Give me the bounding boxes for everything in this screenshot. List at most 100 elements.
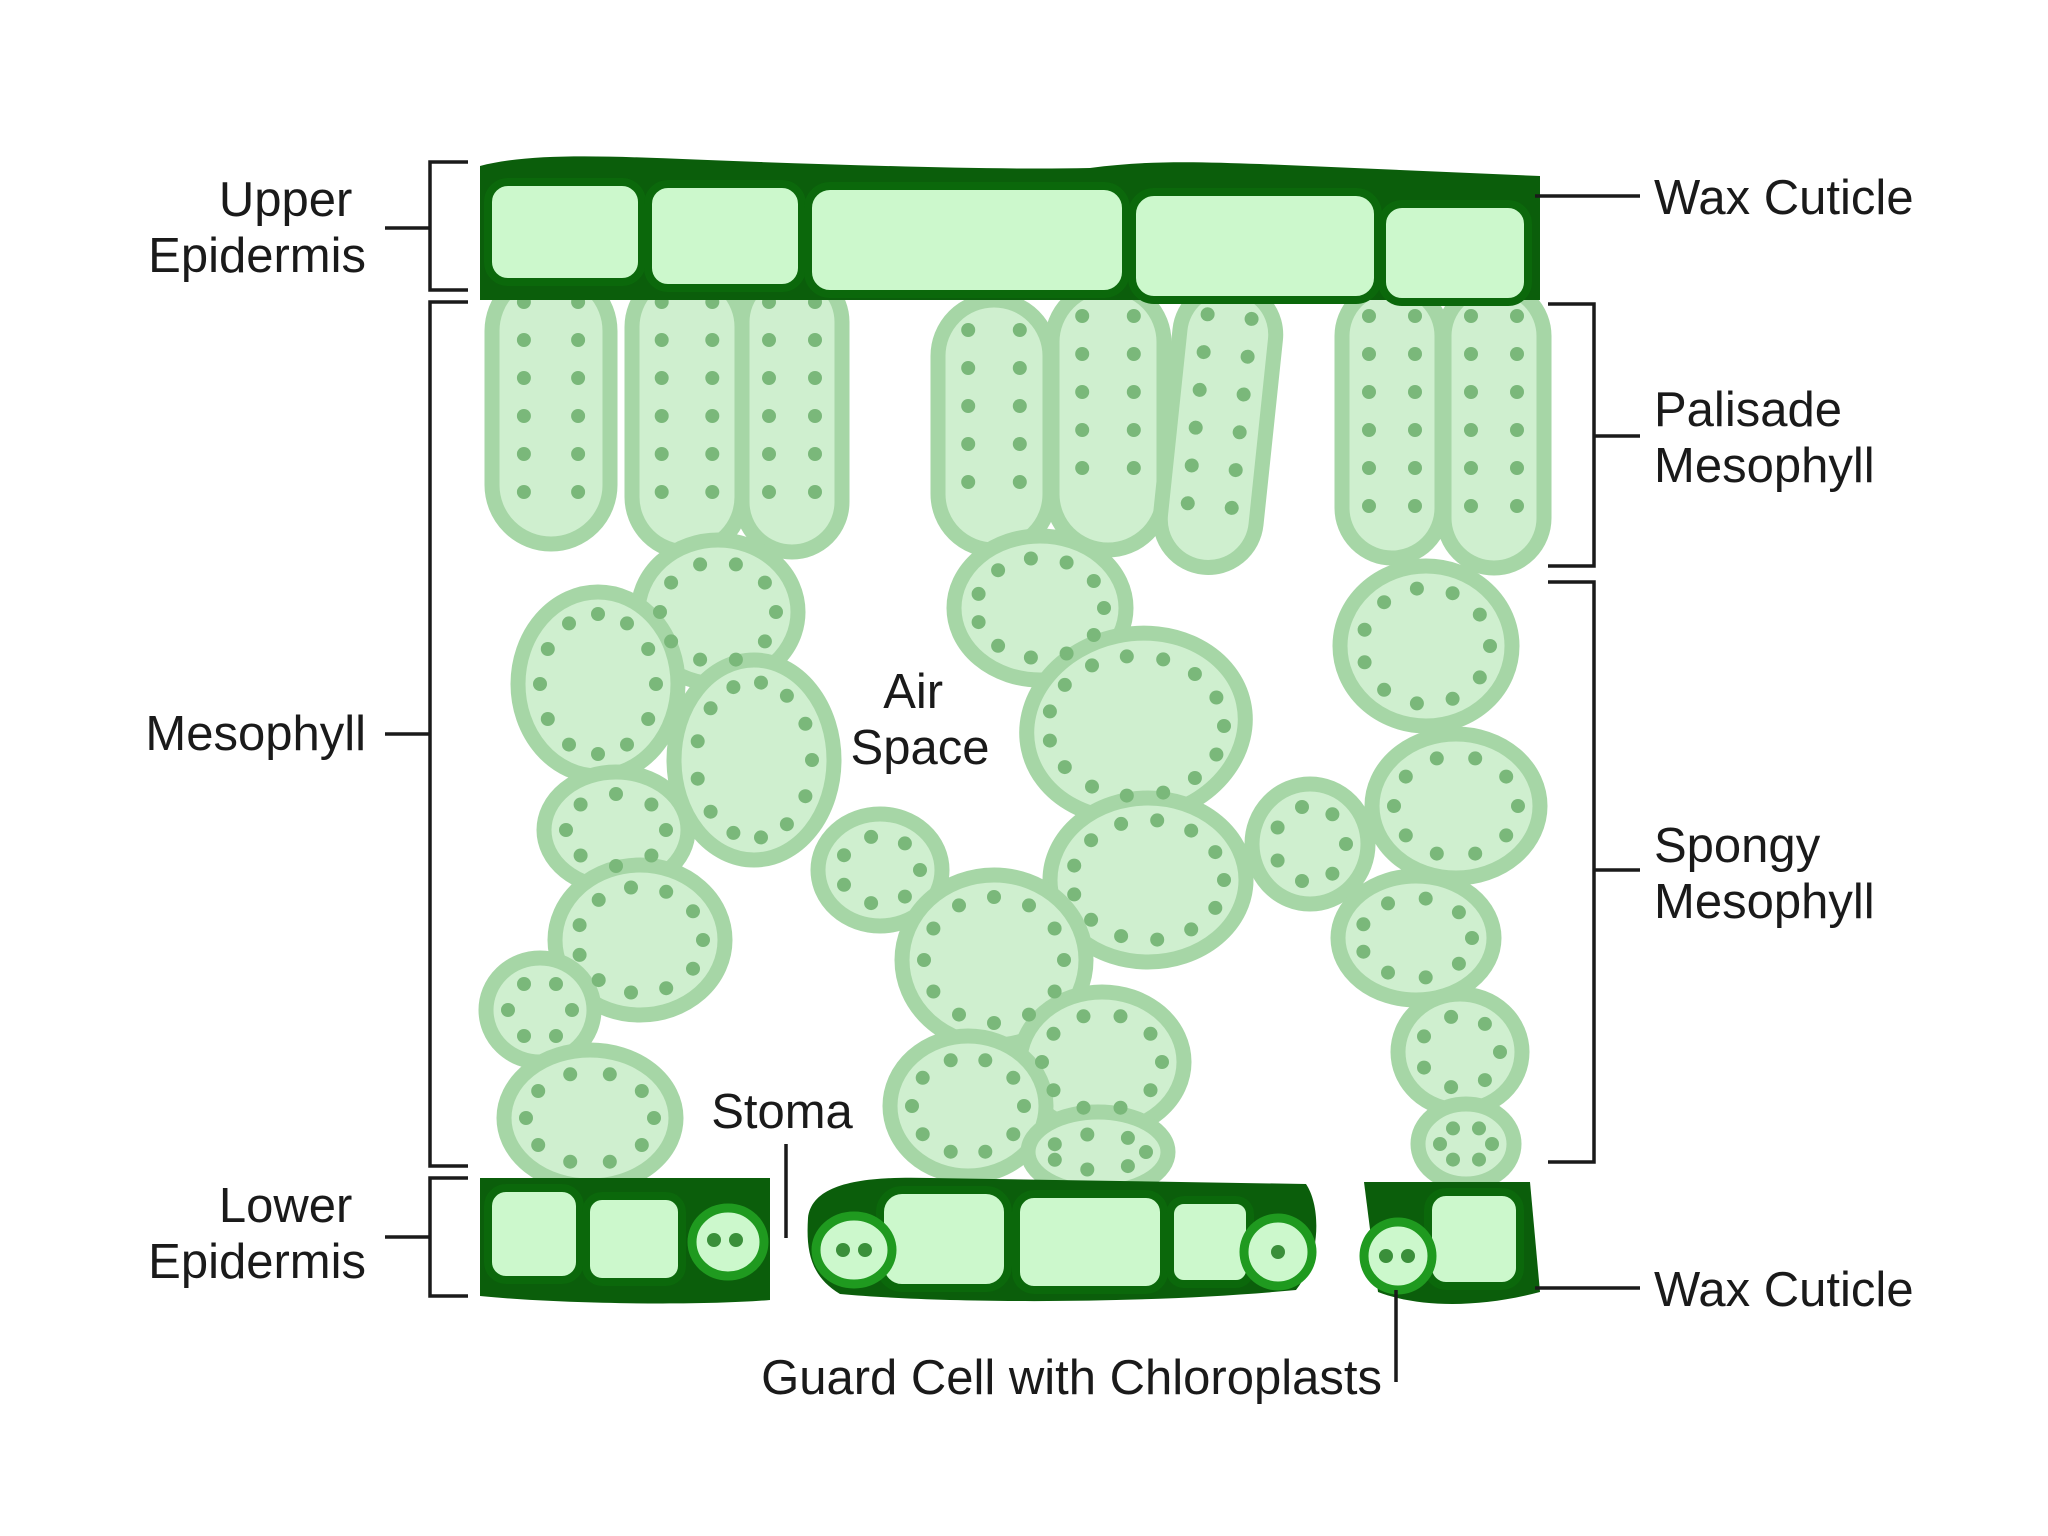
chloroplast [1035, 1055, 1049, 1069]
chloroplast [978, 1053, 993, 1068]
chloroplast [1377, 595, 1392, 610]
chloroplast [1057, 953, 1071, 967]
chloroplast [1076, 1009, 1091, 1024]
upper-epidermis-cell [484, 178, 646, 286]
chloroplast [1408, 347, 1422, 361]
mesophyll-layer [478, 264, 1552, 1200]
chloroplast [1325, 807, 1340, 822]
chloroplast [726, 680, 741, 695]
chloroplast [808, 447, 822, 461]
chloroplast [971, 615, 986, 630]
chloroplast [1075, 309, 1090, 323]
chloroplast [1080, 1127, 1095, 1142]
chloroplast [1113, 1100, 1128, 1115]
chloroplast [1510, 347, 1524, 361]
chloroplast [762, 333, 776, 347]
chloroplast [1143, 1083, 1158, 1098]
chloroplast [1085, 779, 1099, 794]
chloroplast [1236, 387, 1251, 402]
chloroplast [1097, 601, 1111, 615]
chloroplast [572, 918, 587, 933]
upper-epidermis [480, 156, 1540, 306]
chloroplast [1067, 858, 1082, 873]
chloroplast [1510, 385, 1524, 399]
chloroplast [864, 829, 879, 844]
palisade-cell [930, 292, 1058, 558]
mesophyll-bracket [428, 300, 468, 1168]
palisade-cell [1152, 279, 1284, 575]
chloroplast [1086, 574, 1101, 588]
chloroplast [659, 981, 674, 996]
chloroplast [591, 747, 605, 761]
chloroplast [654, 333, 669, 347]
chloroplast [1409, 696, 1424, 711]
chloroplast [563, 1067, 578, 1082]
mesophyll-label: Mesophyll [145, 707, 366, 761]
chloroplast [1012, 475, 1027, 489]
chloroplast [571, 485, 586, 499]
chloroplast [1150, 813, 1165, 828]
chloroplast [1362, 423, 1376, 437]
wax-cuticle-bottom-label: Wax Cuticle [1654, 1263, 1914, 1317]
chloroplast [798, 716, 813, 731]
labels: Upper Epidermis Mesophyll Lower Epidermi… [145, 171, 1913, 1405]
chloroplast [571, 409, 586, 423]
chloroplast [591, 892, 606, 907]
chloroplast [926, 984, 941, 999]
chloroplast [654, 409, 669, 423]
chloroplast [703, 804, 718, 819]
chloroplast [1224, 500, 1239, 515]
upper-epidermis-bracket [428, 160, 468, 292]
chloroplast [779, 817, 794, 832]
chloroplast [905, 1099, 919, 1113]
chloroplast [1114, 929, 1129, 944]
chloroplast [1126, 347, 1141, 361]
chloroplast [573, 848, 588, 863]
chloroplast [1464, 461, 1478, 475]
chloroplast [1209, 747, 1224, 762]
chloroplast [961, 437, 976, 451]
chloroplast [1200, 307, 1215, 322]
chloroplast [917, 953, 931, 967]
chloroplast [609, 787, 623, 801]
chloroplast [991, 563, 1006, 578]
palisade-cell [1044, 278, 1172, 558]
chloroplast [1114, 816, 1129, 831]
guard-cell [1239, 1213, 1317, 1291]
chloroplast [533, 677, 547, 691]
chloroplast [1477, 1073, 1492, 1088]
upper-epidermis-cell [804, 182, 1130, 298]
chloroplast [1464, 423, 1478, 437]
chloroplast [1485, 1137, 1499, 1151]
stoma-label: Stoma [711, 1085, 853, 1139]
chloroplast [624, 880, 638, 895]
palisade-cells [484, 264, 1552, 576]
chloroplast [762, 409, 776, 423]
chloroplast [952, 1007, 966, 1022]
chloroplast [705, 485, 720, 499]
chloroplast [1357, 655, 1372, 670]
palisade-cell [1436, 278, 1552, 576]
chloroplast [1180, 496, 1195, 511]
chloroplast [1398, 769, 1413, 784]
chloroplast [1244, 311, 1259, 326]
chloroplast [1232, 425, 1247, 440]
chloroplast [517, 1029, 531, 1043]
chloroplast [1012, 399, 1027, 413]
palisade-mesophyll-label: Palisade Mesophyll [1654, 383, 1875, 493]
chloroplast [1465, 931, 1479, 945]
chloroplast [696, 933, 710, 947]
chloroplast [659, 884, 674, 899]
chloroplast [1126, 423, 1141, 437]
chloroplast [779, 688, 794, 703]
chloroplast [634, 1138, 649, 1152]
chloroplast [762, 371, 776, 385]
wax-cuticle-top-label: Wax Cuticle [1654, 171, 1914, 225]
chloroplast [1356, 944, 1371, 959]
chloroplast [703, 701, 718, 716]
chloroplast [1451, 905, 1466, 920]
chloroplast [516, 333, 531, 347]
chloroplast [591, 973, 606, 988]
chloroplast [1184, 458, 1199, 473]
chloroplast [690, 771, 705, 786]
